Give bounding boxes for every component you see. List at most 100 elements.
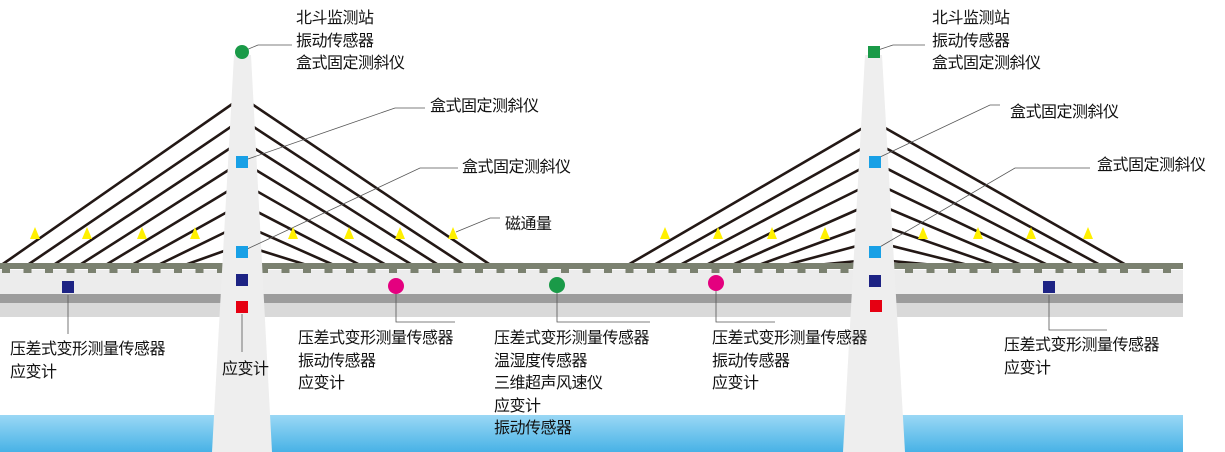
- leader-line: [455, 217, 500, 233]
- stay-cable: [879, 241, 973, 268]
- magnetic-flux-sensor-icon: [973, 227, 983, 239]
- railing-post: [561, 268, 569, 273]
- label-line: 应变计: [10, 361, 57, 381]
- railing-post: [969, 268, 978, 273]
- label-line: 北斗监测站: [932, 8, 1010, 27]
- railing-post: [668, 268, 677, 273]
- magnetic-flux-sensor-icon: [190, 227, 200, 239]
- strain-gauge-icon: [236, 301, 248, 313]
- railing-post: [324, 268, 333, 273]
- leader-line: [877, 44, 925, 51]
- label-line: 振动传感器: [296, 30, 374, 50]
- label-line: 盒式固定测斜仪: [1097, 155, 1206, 174]
- label-left-tower-top: 北斗监测站 振动传感器 盒式固定测斜仪: [296, 7, 405, 75]
- deck-shadow: [0, 294, 1183, 303]
- railing-post: [1034, 268, 1042, 273]
- label-left-inclinometer-1: 盒式固定测斜仪: [430, 95, 539, 118]
- railing-post: [948, 268, 956, 273]
- magnetic-flux-sensor-icon: [1026, 227, 1036, 239]
- water: [0, 415, 1183, 452]
- stay-cable: [25, 120, 239, 268]
- railing-post: [1141, 268, 1150, 273]
- stay-cable: [245, 183, 389, 268]
- leader-lines: [67, 44, 1107, 352]
- deformation-sensor-icon: [62, 281, 74, 293]
- stay-cable: [879, 183, 1051, 268]
- stay-cable: [625, 123, 869, 268]
- railing-post: [109, 268, 118, 273]
- magnetic-flux-sensor-icon: [137, 227, 147, 239]
- stay-cable: [245, 224, 337, 268]
- magnetic-flux-sensor-icon: [820, 227, 830, 239]
- deck-underside: [0, 303, 1183, 317]
- railing-post: [66, 268, 75, 273]
- bridge-deck: [0, 263, 1183, 317]
- stay-cable: [245, 204, 363, 268]
- railing-post: [453, 268, 462, 273]
- railing-post: [303, 268, 311, 273]
- stay-cable: [879, 163, 1077, 268]
- label-line: 振动传感器: [712, 350, 790, 370]
- railing-post: [195, 268, 204, 273]
- label-line: 温湿度传感器: [494, 350, 588, 370]
- inclinometer-icon: [869, 246, 881, 258]
- stay-cables: [0, 98, 1129, 268]
- label-right-midspan: 压差式变形测量传感器 振动传感器 应变计: [712, 327, 868, 395]
- railing-post: [1055, 268, 1064, 273]
- railing-post: [1120, 268, 1128, 273]
- railing-post: [131, 268, 139, 273]
- magnetic-flux-sensor-icon: [918, 227, 928, 239]
- deformation-sensor-icon: [1043, 281, 1055, 293]
- label-line: 盒式固定测斜仪: [430, 96, 539, 115]
- stay-cable: [129, 204, 239, 268]
- railing-post: [174, 268, 182, 273]
- leader-line: [395, 292, 455, 323]
- magnetic-flux-sensor-icon: [660, 227, 670, 239]
- railing-post: [1098, 268, 1107, 273]
- railing-post: [991, 268, 999, 273]
- leader-line: [877, 104, 1000, 159]
- railing-post: [539, 268, 548, 273]
- railing-post: [604, 268, 612, 273]
- railing-post: [905, 268, 913, 273]
- label-line: 振动传感器: [298, 350, 376, 370]
- leader-line: [877, 167, 1090, 249]
- stay-cable: [677, 163, 869, 268]
- railing-post: [2, 268, 10, 273]
- railing-post: [410, 268, 419, 273]
- label-line: 应变计: [222, 359, 269, 378]
- label-center: 压差式变形测量传感器 温湿度传感器 三维超声风速仪 应变计 振动传感器: [494, 327, 650, 440]
- railing-post: [840, 268, 849, 273]
- label-right-tower-top: 北斗监测站 振动传感器 盒式固定测斜仪: [932, 7, 1041, 75]
- railing-post: [152, 268, 161, 273]
- inclinometer-icon: [869, 156, 881, 168]
- stay-cable: [651, 143, 869, 268]
- railing-post: [926, 268, 935, 273]
- label-line: 北斗监测站: [296, 8, 374, 27]
- railing-post: [346, 268, 354, 273]
- railing-post: [1012, 268, 1021, 273]
- gnss-station-icon: [868, 46, 880, 58]
- vibration-sensor-icon: [708, 275, 724, 291]
- stay-cable: [879, 223, 999, 268]
- label-left-deck: 压差式变形测量传感器 应变计: [10, 338, 166, 383]
- magnetic-flux-sensor-icon: [344, 227, 354, 239]
- stay-cable: [879, 123, 1129, 268]
- label-line: 压差式变形测量传感器: [10, 339, 166, 358]
- railing-post: [754, 268, 763, 273]
- deformation-sensor-icon: [236, 274, 248, 286]
- label-left-tower-base: 应变计: [222, 358, 269, 381]
- railing-post: [496, 268, 505, 273]
- label-right-inclinometer-2: 盒式固定测斜仪: [1097, 154, 1206, 177]
- vibration-sensor-icon: [388, 278, 404, 294]
- label-line: 盒式固定测斜仪: [462, 157, 571, 176]
- magnetic-flux-sensor-icon: [395, 227, 405, 239]
- magnetic-flux-sensor-icon: [30, 227, 40, 239]
- railing-post: [733, 268, 741, 273]
- deck-railing: [0, 263, 1183, 269]
- magnetic-flux-sensor-icon: [713, 227, 723, 239]
- leader-line: [245, 44, 292, 51]
- railing-post: [23, 268, 32, 273]
- label-magnetic-flux: 磁通量: [505, 213, 552, 236]
